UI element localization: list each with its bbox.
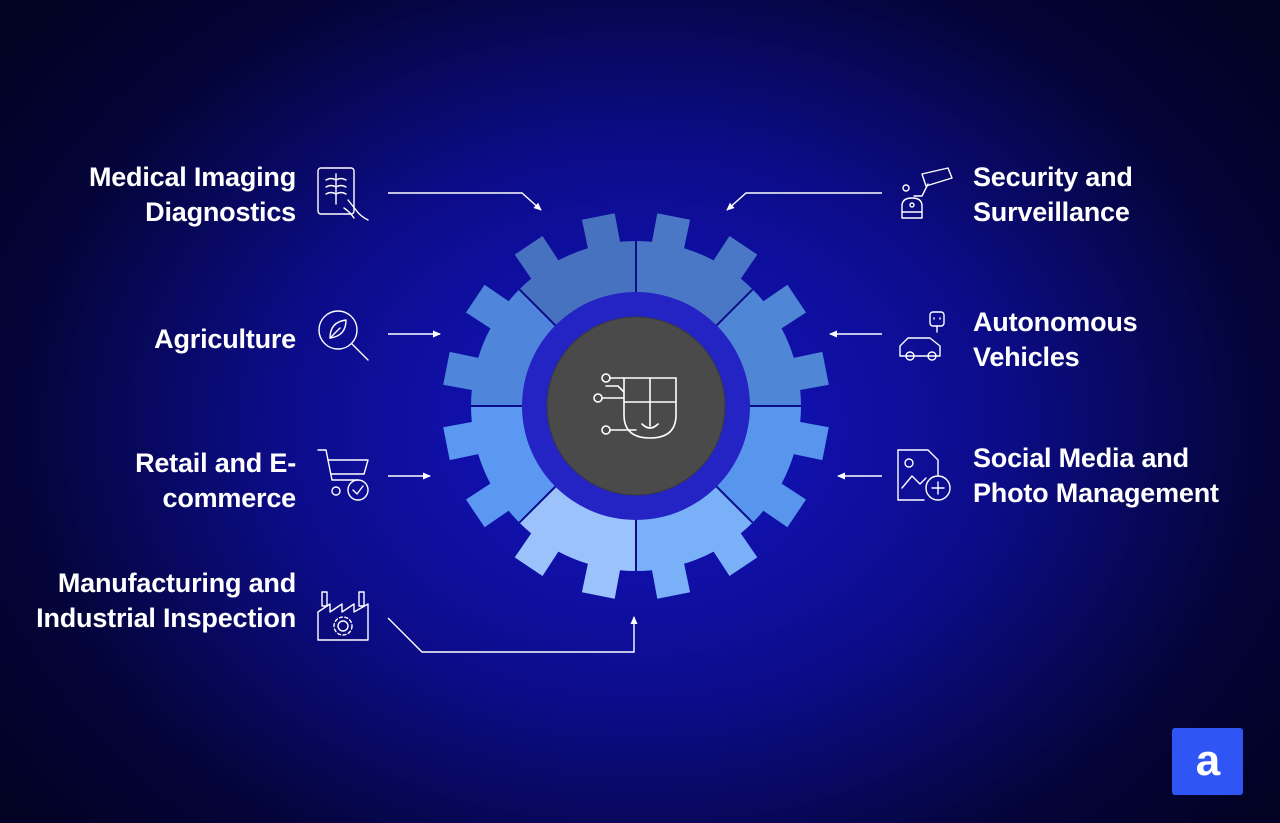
leaf-magnifier-icon bbox=[318, 310, 369, 361]
brand-logo-icon: a bbox=[1195, 737, 1220, 785]
robot-car-icon bbox=[899, 311, 945, 361]
gear-center-hub bbox=[546, 316, 726, 496]
connector-arrows bbox=[387, 192, 882, 653]
application-icons bbox=[317, 167, 953, 641]
ai-brain-circuit-icon bbox=[593, 373, 677, 439]
label-retail: Retail and E-commerce bbox=[135, 448, 296, 513]
arrow-security bbox=[726, 192, 882, 211]
arrow-manufacturing bbox=[387, 616, 638, 653]
photo-add-icon bbox=[897, 449, 951, 501]
gear bbox=[443, 213, 829, 599]
security-camera-icon bbox=[901, 167, 953, 219]
arrow-medical-imaging bbox=[388, 192, 542, 211]
logo-text: a bbox=[1195, 737, 1220, 785]
shopping-cart-check-icon bbox=[317, 449, 369, 501]
factory-gear-icon bbox=[317, 591, 369, 641]
brand-logo: a bbox=[1172, 728, 1243, 795]
label-agriculture: Agriculture bbox=[154, 324, 296, 354]
xray-scan-icon bbox=[317, 167, 369, 221]
